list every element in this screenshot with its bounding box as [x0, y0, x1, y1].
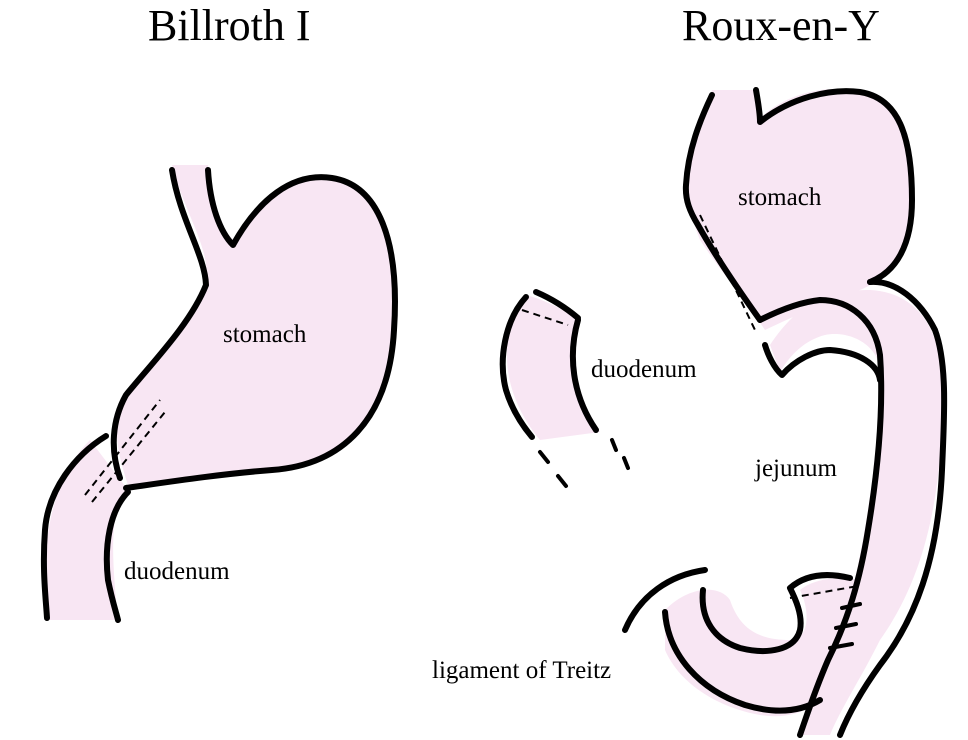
roux-limb-inner — [699, 572, 853, 654]
roux-jejunum-label: jejunum — [754, 455, 837, 482]
billroth-duodenum-lower — [103, 489, 131, 623]
roux-stomach-staple — [699, 214, 756, 331]
roux-stomach-outline — [753, 87, 915, 285]
roux-duodenum-dot-3 — [610, 438, 618, 452]
roux-panel: Roux-en-Y stomach — [432, 1, 948, 738]
billroth-stomach-lesser-curve — [110, 167, 209, 481]
roux-duodenum-inner — [569, 317, 599, 433]
roux-limb-fill — [665, 578, 864, 717]
billroth-title: Billroth I — [148, 1, 311, 50]
billroth-duodenum-label: duodenum — [124, 558, 230, 585]
roux-ligament-label: ligament of Treitz — [432, 657, 611, 684]
roux-title: Roux-en-Y — [682, 1, 880, 50]
roux-duodenum-top — [533, 289, 581, 321]
billroth-stomach-label: stomach — [223, 321, 307, 348]
roux-duodenum-fill — [506, 295, 600, 440]
roux-limb-upper — [622, 567, 708, 633]
roux-duodenum-outer — [499, 294, 535, 440]
roux-suture-2 — [834, 622, 858, 630]
billroth-stomach-outline — [123, 167, 398, 491]
roux-jejunum-inner — [757, 297, 885, 738]
roux-suture-1 — [840, 602, 862, 610]
billroth-anastomosis-line2 — [91, 411, 166, 503]
roux-jejunum-outer — [837, 278, 948, 738]
roux-duodenum-dot-4 — [622, 456, 630, 470]
billroth-panel: Billroth I stomach duodenum — [40, 1, 398, 623]
roux-suture-3 — [828, 642, 854, 650]
roux-stomach-label: stomach — [738, 184, 822, 211]
roux-duodenum-dot-1 — [538, 450, 550, 464]
billroth-stomach-fill — [116, 165, 394, 485]
roux-limb-outer — [662, 609, 823, 714]
roux-stomach-fill — [688, 88, 912, 330]
roux-duodenum-dot-2 — [556, 474, 568, 488]
roux-jejunum-fill — [770, 290, 943, 735]
roux-junction-inner — [762, 342, 883, 383]
roux-duodenum-label: duodenum — [591, 356, 697, 383]
billroth-duodenum-upper — [40, 433, 109, 621]
billroth-anastomosis-line1 — [84, 399, 161, 496]
roux-duodenum-staple — [521, 309, 569, 326]
